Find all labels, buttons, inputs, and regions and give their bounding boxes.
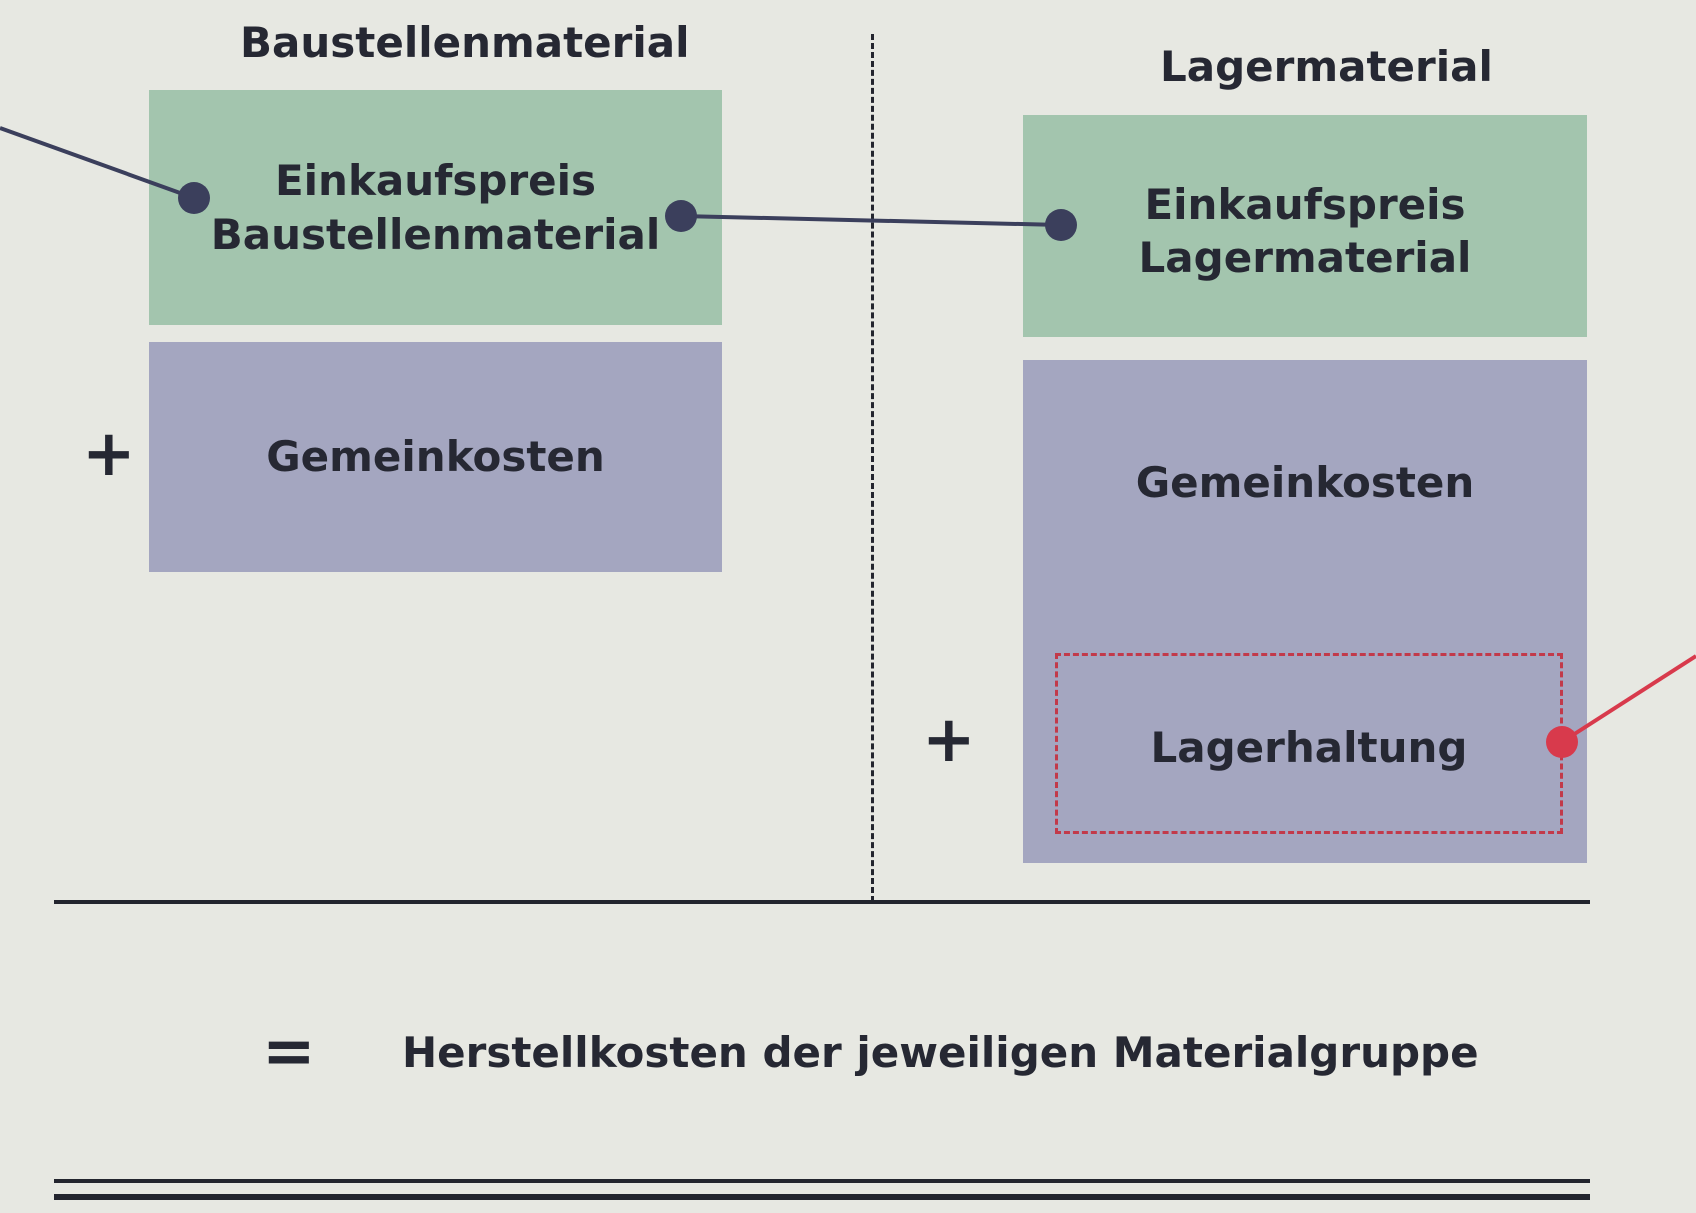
box-lagerhaltung: Lagerhaltung <box>1055 653 1563 834</box>
box-label-line1: Einkaufspreis <box>274 156 597 205</box>
box-label: Gemeinkosten <box>266 432 605 481</box>
box-label: Gemeinkosten <box>1135 458 1475 507</box>
box-label-line2: Baustellenmaterial <box>210 210 661 259</box>
connector-dot-middle-right <box>1045 209 1077 241</box>
double-rule-top <box>54 1179 1590 1183</box>
double-rule-bottom <box>54 1194 1590 1200</box>
box-label-line2: Lagermaterial <box>1138 233 1472 282</box>
connector-dot-middle-left <box>665 200 697 232</box>
heading-lagermaterial: Lagermaterial <box>1160 42 1493 91</box>
connector-line-red <box>1560 654 1696 744</box>
connector-dot-red <box>1546 726 1578 758</box>
box-gemeinkosten-right: Gemeinkosten <box>1023 360 1587 863</box>
box-label: Lagerhaltung <box>1150 723 1468 772</box>
sum-rule <box>54 900 1590 904</box>
box-einkaufspreis-lagermaterial: Einkaufspreis Lagermaterial <box>1023 115 1587 337</box>
box-gemeinkosten-left: Gemeinkosten <box>149 342 722 572</box>
box-label-line1: Einkaufspreis <box>1144 180 1466 229</box>
heading-baustellenmaterial: Baustellenmaterial <box>240 18 690 67</box>
connector-line-middle <box>680 214 1062 227</box>
connector-line-left-offpage <box>0 126 195 200</box>
column-divider <box>871 34 874 902</box>
result-label: Herstellkosten der jeweiligen Materialgr… <box>402 1028 1479 1077</box>
equals-sign: = <box>262 1015 316 1089</box>
connector-dot-left <box>178 182 210 214</box>
box-einkaufspreis-baustellenmaterial: Einkaufspreis Baustellenmaterial <box>149 90 722 325</box>
plus-sign-left: + <box>82 417 136 491</box>
plus-sign-right: + <box>922 703 976 777</box>
